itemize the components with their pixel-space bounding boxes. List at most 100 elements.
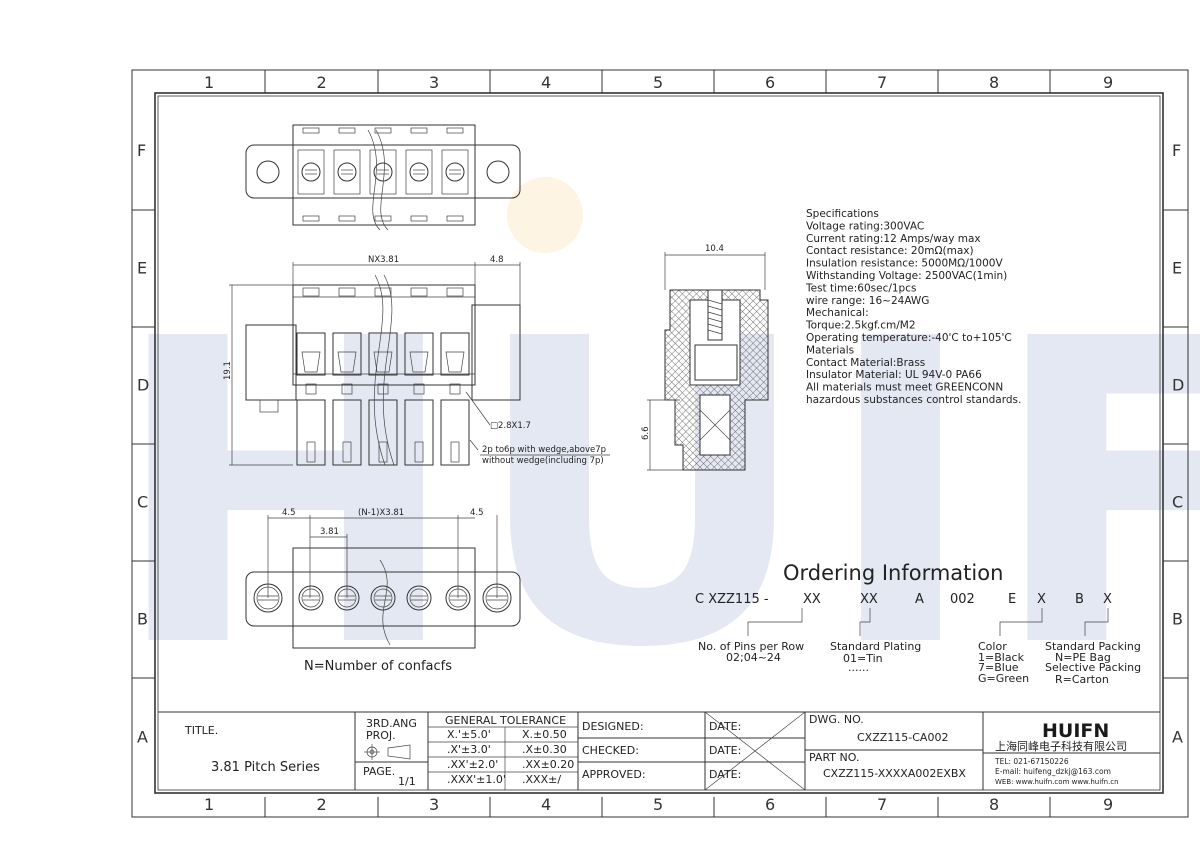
spec-line: Mechanical: <box>806 307 869 319</box>
spec-line: Torque:2.5kgf.cm/M2 <box>805 320 916 332</box>
designed-label: DESIGNED: <box>582 720 644 733</box>
grid-row-D: D <box>137 376 149 395</box>
grid-frame <box>131 69 1189 818</box>
grid-row-D: D <box>1172 376 1184 395</box>
watermark-logo: HUIFN <box>110 251 1200 740</box>
title-block: TITLE. 3.81 Pitch Series 3RD.ANG PROJ. P… <box>158 711 1160 791</box>
date-label-2: DATE: <box>709 744 741 757</box>
ordering-title: Ordering Information <box>783 561 1003 585</box>
page-value: 1/1 <box>398 775 416 788</box>
color-label: Color <box>978 640 1007 653</box>
plating-more: ...... <box>848 661 869 674</box>
dim-nx381: NX3.81 <box>368 255 399 265</box>
grid-row-C: C <box>137 493 148 512</box>
dim-6-6: 6.6 <box>641 426 651 440</box>
spec-line: All materials must meet GREENCONN <box>806 382 1003 394</box>
grid-col-5: 5 <box>653 795 663 814</box>
pins-label: No. of Pins per Row <box>698 640 804 653</box>
part-no-value: CXZZ115-XXXXA002EXBX <box>823 767 966 780</box>
tolerance-angle: .XXX'±1.0' <box>447 773 506 786</box>
dim-square-2-8: □2.8X1.7 <box>490 421 531 431</box>
spec-line: Voltage rating:300VAC <box>806 220 924 232</box>
grid-row-A: A <box>1172 728 1183 747</box>
order-code-segment: B <box>1075 592 1084 607</box>
packing-selective: Selective Packing <box>1045 661 1141 674</box>
packing-label: Standard Packing <box>1045 640 1141 653</box>
projection-symbol-icon <box>364 744 411 760</box>
dwg-no-label: DWG. NO. <box>809 713 864 726</box>
part-no-label: PART NO. <box>809 751 859 764</box>
grid-row-B: B <box>1172 610 1183 629</box>
tolerance-linear: .XX±0.20 <box>522 758 574 771</box>
company-logo: HUIFN <box>1042 720 1109 742</box>
grid-col-9: 9 <box>1103 73 1113 92</box>
tolerance-table: X.'±5.0' X.±0.50 .X'±3.0' .X±0.30 .XX'±2.0'.… <box>447 728 574 786</box>
order-code-segment: E <box>1008 592 1016 607</box>
grid-col-4: 4 <box>541 795 551 814</box>
tolerance-angle: .XX'±2.0' <box>447 758 498 771</box>
grid-col-7: 7 <box>877 795 887 814</box>
grid-col-3: 3 <box>429 73 439 92</box>
dwg-no-value: CXZZ115-CA002 <box>857 731 948 744</box>
order-code-segment: 002 <box>950 592 975 607</box>
company-tel: TEL: 021-67150226 <box>994 757 1069 766</box>
tolerance-angle: .X'±3.0' <box>447 743 491 756</box>
grid-row-B: B <box>137 610 148 629</box>
order-code-segment: XX <box>860 592 878 607</box>
grid-col-7: 7 <box>877 73 887 92</box>
bottom-view: 4.5 3.81 (N-1)X3.81 4.5 N=Number of conf… <box>245 508 521 674</box>
spec-line: hazardous substances control standards. <box>806 394 1021 406</box>
spec-line: Specifications <box>806 208 879 220</box>
front-view: NX3.81 4.8 19.1 □2.8X1.7 2p to6p with we… <box>223 255 610 466</box>
tolerance-linear: .XXX±/ <box>522 773 561 786</box>
grid-row-F: F <box>1172 141 1181 160</box>
grid-row-E: E <box>137 259 147 278</box>
grid-col-2: 2 <box>317 73 327 92</box>
dim-19-1: 19.1 <box>223 361 233 380</box>
spec-line: Withstanding Voltage: 2500VAC(1min) <box>806 270 1007 282</box>
date-label-1: DATE: <box>709 720 741 733</box>
tolerance-linear: X.±0.50 <box>522 728 567 741</box>
spec-line: Insulation resistance: 5000MΩ/1000V <box>806 258 1003 270</box>
dim-10-4: 10.4 <box>705 244 724 254</box>
company-name: 上海同峰电子科技有限公司 <box>995 739 1127 753</box>
spec-line: Operating temperature:-40'C to+105'C <box>806 332 1012 344</box>
tolerance-linear: .X±0.30 <box>522 743 567 756</box>
grid-col-9: 9 <box>1103 795 1113 814</box>
side-section-view: 10.4 6.6 <box>641 244 769 471</box>
grid-col-4: 4 <box>541 73 551 92</box>
projection-label-2: PROJ. <box>366 729 396 742</box>
tolerance-header: GENERAL TOLERANCE <box>445 714 566 727</box>
spec-line: wire range: 16~24AWG <box>806 295 929 307</box>
dim-n1x381: (N-1)X3.81 <box>358 508 404 518</box>
projection-label-1: 3RD.ANG <box>366 717 417 730</box>
watermark-text: HUIFN <box>110 251 1200 740</box>
spec-line: Contact Material:Brass <box>806 357 925 369</box>
grid-col-1: 1 <box>204 73 214 92</box>
color-black: 1=Black <box>978 651 1025 664</box>
top-view <box>245 124 521 231</box>
spec-line: Insulator Material: UL 94V-0 PA66 <box>806 369 982 381</box>
approved-label: APPROVED: <box>582 768 646 781</box>
spec-line: Contact resistance: 20mΩ(max) <box>806 245 974 257</box>
dim-4-5-right: 4.5 <box>470 508 484 518</box>
corner-marks <box>131 69 1189 818</box>
wedge-note-2: without wedge(including 7p) <box>482 456 604 466</box>
grid-col-1: 1 <box>204 795 214 814</box>
order-code-segment: XX <box>803 592 821 607</box>
tolerance-angle: X.'±5.0' <box>447 728 491 741</box>
wedge-note-1: 2p to6p with wedge,above7p <box>482 445 606 455</box>
watermark-dot <box>507 177 583 253</box>
dim-4-8: 4.8 <box>490 255 504 265</box>
grid-col-8: 8 <box>989 73 999 92</box>
spec-line: Test time:60sec/1pcs <box>805 282 916 294</box>
grid-row-C: C <box>1172 493 1183 512</box>
grid-col-2: 2 <box>317 795 327 814</box>
grid-col-6: 6 <box>765 795 775 814</box>
contacts-note: N=Number of confacfs <box>304 659 452 674</box>
